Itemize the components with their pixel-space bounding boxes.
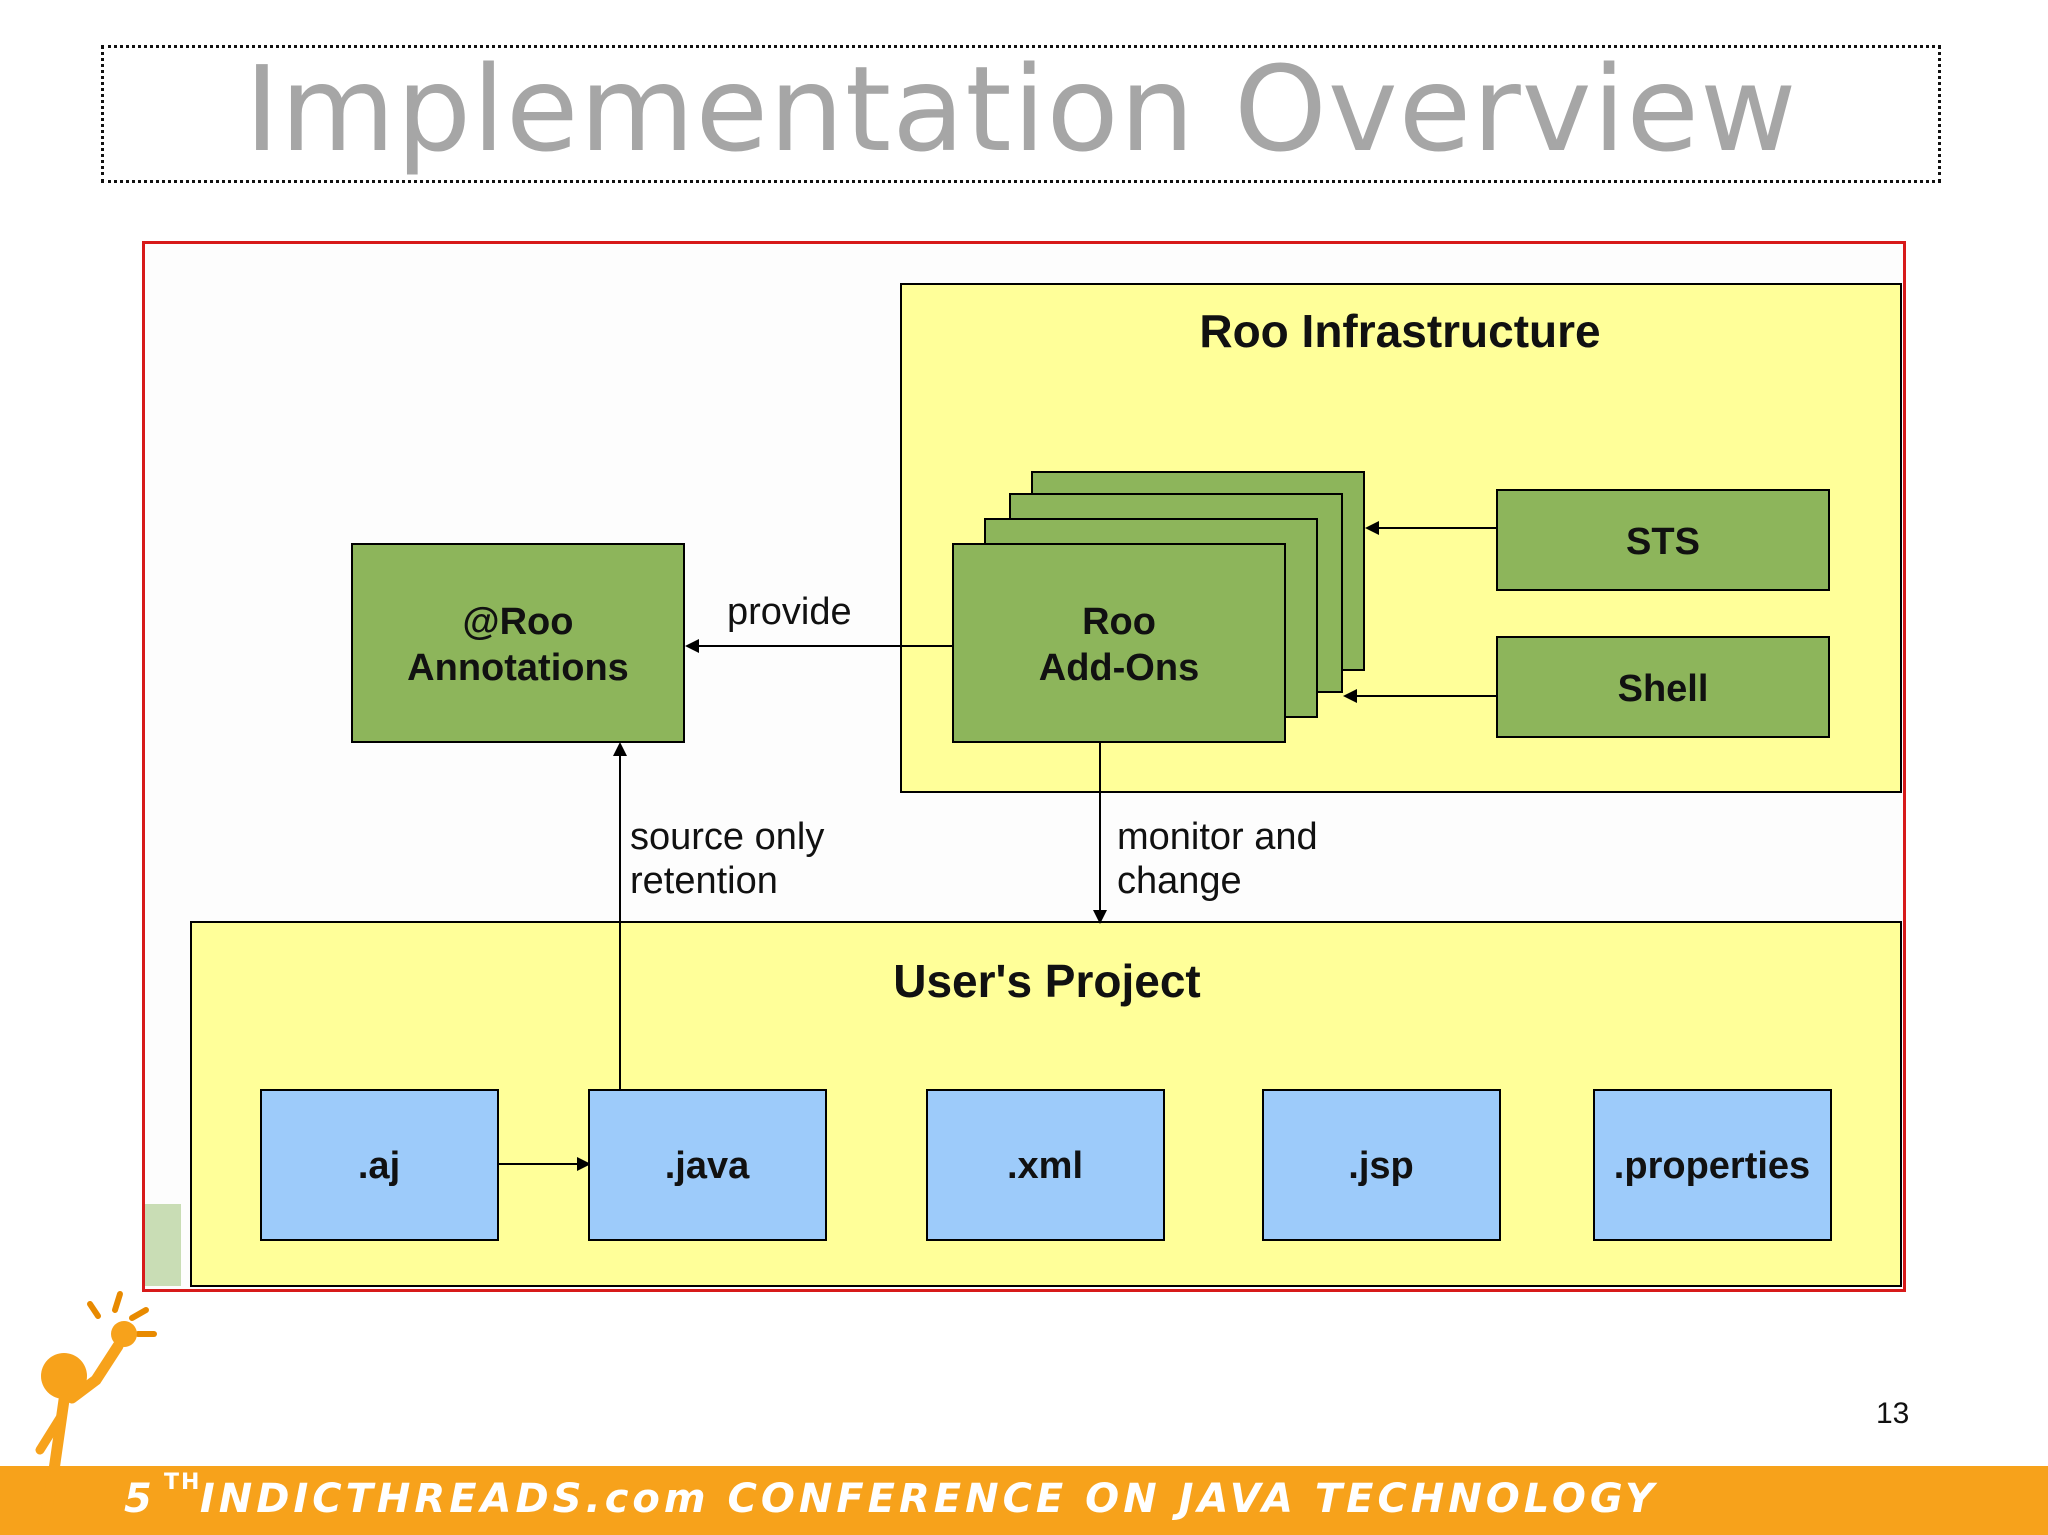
file-label-java: .java: [665, 1145, 750, 1187]
page-number: 13: [1876, 1397, 1910, 1430]
roo-infrastructure-label: Roo Infrastructure: [1199, 305, 1600, 357]
source-retention-label-line1: source only: [630, 816, 824, 858]
file-label-properties: .properties: [1614, 1145, 1810, 1187]
file-label-aj: .aj: [358, 1145, 400, 1187]
file-box-jsp: [1262, 1089, 1501, 1241]
provide-label: provide: [727, 591, 852, 633]
file-box-aj: [260, 1089, 499, 1241]
diagram-frame: Roo Infrastructure User's Project Roo Ad…: [142, 241, 1906, 1292]
footer-conference-name: INDICTHREADS.com CONFERENCE ON JAVA TECH…: [199, 1476, 1659, 1522]
users-project-label: User's Project: [893, 955, 1201, 1007]
corner-shade: [145, 1204, 181, 1286]
source-retention-label-line2: retention: [630, 860, 778, 902]
footer-bar: [0, 1466, 2048, 1535]
monitor-change-label-line1: monitor and: [1117, 816, 1318, 858]
roo-addons-label-line1: Roo: [1082, 601, 1156, 643]
mascot-logo: [35, 1291, 157, 1535]
slide-title: Implementation Overview: [244, 40, 1798, 178]
monitor-change-label-line2: change: [1117, 860, 1242, 902]
slide-title-box: Implementation Overview: [101, 40, 1941, 183]
file-box-java: [588, 1089, 827, 1241]
shell-label: Shell: [1618, 668, 1709, 710]
roo-annotations-label-line1: @Roo: [463, 601, 574, 643]
roo-annotations-label-line2: Annotations: [407, 647, 629, 689]
file-label-xml: .xml: [1007, 1145, 1083, 1187]
architecture-diagram: Roo Infrastructure User's Project Roo Ad…: [145, 283, 1902, 1287]
sts-box: [1496, 489, 1830, 591]
roo-annotations-box: [351, 543, 685, 743]
footer-ordinal-number: 5: [124, 1476, 156, 1522]
footer-ordinal-suffix: TH: [164, 1470, 202, 1495]
roo-addons-box: [952, 543, 1286, 743]
roo-addons-label-line2: Add-Ons: [1039, 647, 1199, 689]
sts-label: STS: [1626, 521, 1700, 563]
file-box-properties: [1593, 1089, 1832, 1241]
shell-box: [1496, 636, 1830, 738]
file-box-xml: [926, 1089, 1165, 1241]
file-label-jsp: .jsp: [1348, 1145, 1413, 1187]
footer-text: 5 INDICTHREADS.com CONFERENCE ON JAVA TEC…: [124, 1476, 1658, 1522]
